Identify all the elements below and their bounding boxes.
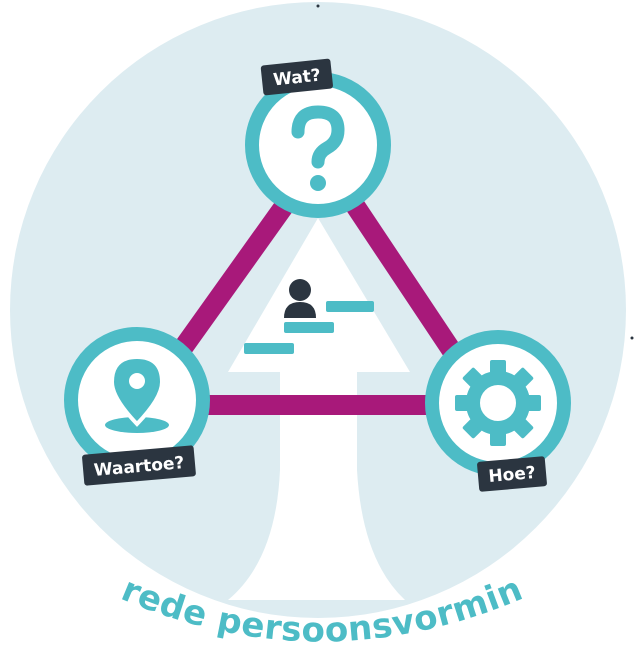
label-wat-text: Wat? — [272, 66, 321, 91]
node-hoe-circle — [425, 330, 571, 476]
pin-body — [109, 354, 165, 427]
stray-dot-top — [316, 4, 320, 8]
label-wat-box — [260, 58, 333, 96]
label-hoe-text: Hoe? — [488, 463, 537, 487]
person-at-desk-icon — [244, 279, 374, 354]
node-wat-circle — [245, 72, 391, 218]
label-hoe-box — [477, 456, 547, 492]
step-bottom — [244, 343, 294, 354]
node-wat: Wat? — [245, 58, 391, 218]
pin-hole — [129, 373, 145, 389]
question-mark-curve — [291, 105, 345, 169]
gear-ring — [466, 371, 530, 435]
gear-icon — [455, 360, 541, 446]
label-hoe: Hoe? — [477, 456, 547, 492]
label-waartoe-box — [82, 445, 196, 486]
person-head — [289, 279, 311, 301]
question-mark-icon — [291, 105, 345, 191]
stray-dot-right — [630, 336, 634, 340]
location-pin-icon — [105, 354, 169, 433]
question-mark-dot — [310, 175, 326, 191]
node-hoe: Hoe? — [425, 330, 571, 492]
step-top — [326, 301, 374, 312]
person-body — [284, 302, 316, 318]
step-middle — [284, 322, 334, 333]
node-waartoe: Waartoe? — [64, 327, 210, 486]
label-waartoe: Waartoe? — [82, 445, 196, 486]
label-wat: Wat? — [260, 58, 333, 96]
